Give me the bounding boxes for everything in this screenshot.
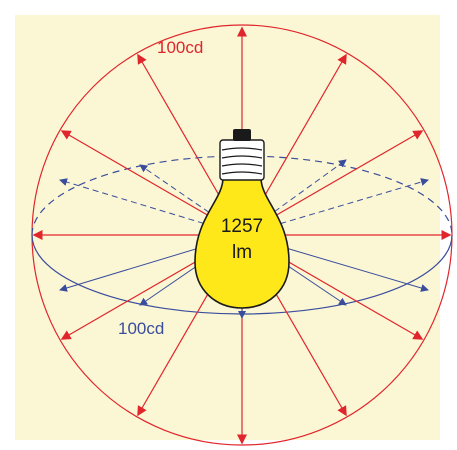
- inner-intensity-label: 100cd: [118, 319, 164, 338]
- outer-intensity-label: 100cd: [157, 38, 203, 57]
- bulb-unit-label: lm: [232, 242, 252, 263]
- bulb-glass: [194, 177, 290, 309]
- bulb-value-label: 1257: [221, 216, 263, 237]
- bulb-screw-base: [219, 139, 265, 181]
- bulb-thread-lines: [221, 147, 263, 175]
- bulb-contact: [233, 129, 251, 141]
- light-bulb-icon: [194, 129, 290, 309]
